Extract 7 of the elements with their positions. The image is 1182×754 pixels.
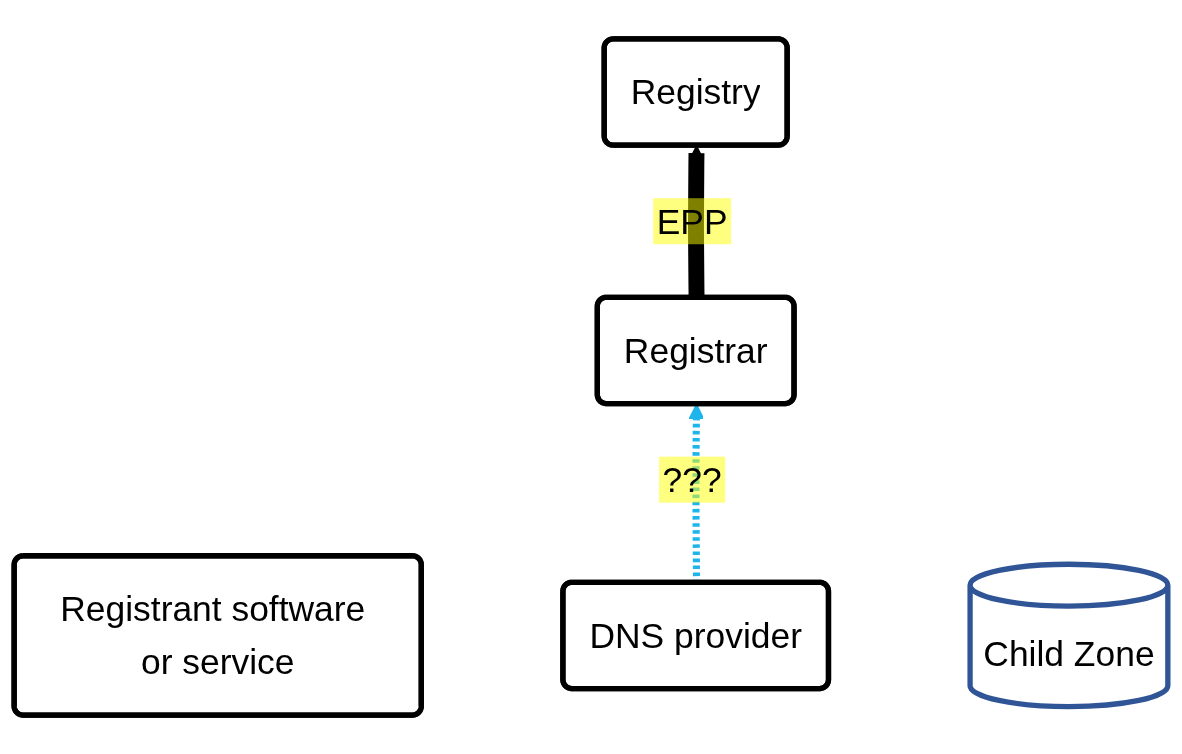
process-box: Registrar	[594, 294, 797, 407]
process-box: DNS provider	[560, 579, 832, 692]
database-cylinder: Child Zone	[967, 561, 1171, 710]
process-box: Registry	[601, 36, 790, 148]
process-box: Registrant software or service	[11, 553, 424, 718]
edge-label: ???	[659, 456, 726, 503]
edge-label: EPP	[653, 198, 732, 245]
